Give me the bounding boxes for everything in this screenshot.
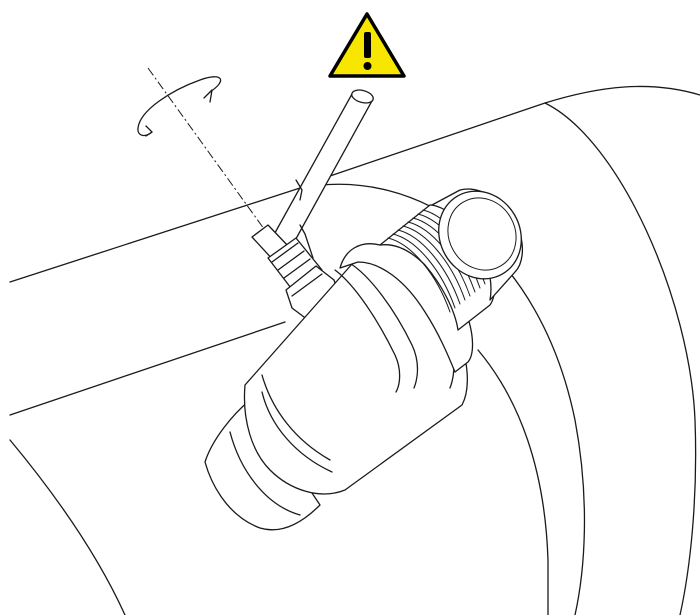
- sensor-body: [204, 188, 524, 531]
- rotation-axis: [147, 67, 273, 241]
- vessel-top-edge-left: [9, 187, 301, 283]
- vessel-outer-curve: [544, 102, 697, 615]
- vessel-lower-edge: [9, 321, 286, 416]
- axis-line: [147, 67, 273, 241]
- lever-rod: [270, 89, 374, 247]
- vessel-flange-curve: [299, 183, 586, 615]
- vessel-top-edge-right: [329, 85, 700, 177]
- vessel-inner-curve: [477, 349, 549, 615]
- rotation-arrow-icon: [137, 76, 222, 137]
- vessel-left-curve: [9, 439, 126, 615]
- warning-triangle-icon: [328, 12, 406, 78]
- vessel-outline: [9, 85, 700, 615]
